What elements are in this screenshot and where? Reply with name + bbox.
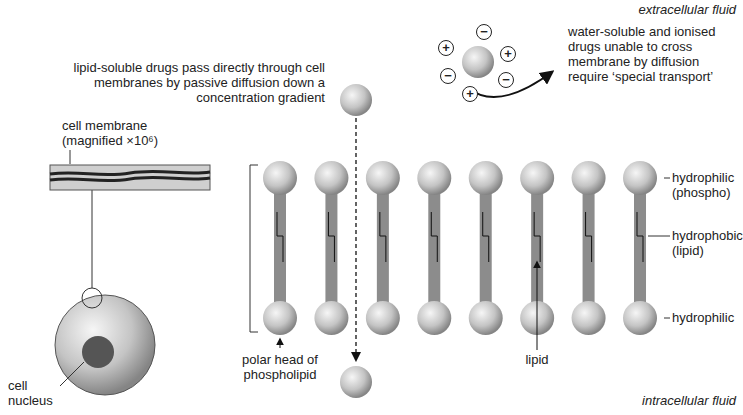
transport-arrow: [468, 72, 552, 97]
nucleus: [82, 336, 114, 368]
fatty-acid-chain: [328, 212, 334, 262]
charge-sign: +: [463, 87, 477, 101]
fatty-acid-chain: [586, 212, 592, 262]
charge-circle: [441, 69, 456, 84]
phosphate-head: [366, 301, 400, 335]
text-label: cell membrane (magnified ×10⁶): [62, 118, 192, 148]
leader-line: [664, 178, 670, 179]
charge-circle: [477, 25, 492, 40]
phosphate-head: [469, 301, 503, 335]
lipid-tail: [480, 190, 492, 306]
membrane-strip: [50, 165, 210, 190]
lipid-tail: [377, 190, 389, 306]
fatty-acid-chain: [277, 212, 283, 262]
charge-sign: +: [501, 47, 515, 61]
phosphate-head: [417, 161, 451, 195]
phosphate-head: [417, 301, 451, 335]
charge-circle: [501, 47, 516, 62]
charge-circle: [439, 41, 454, 56]
zoom-line: [92, 190, 93, 288]
pointer-arrow: [537, 262, 538, 350]
text-label: hydrophobic (lipid): [672, 228, 738, 258]
text-label: extracellular fluid: [560, 2, 736, 17]
zoom-circle: [82, 288, 102, 308]
charge-sign: −: [499, 73, 513, 87]
diffusion-arrow: [355, 118, 356, 360]
leader-line: [60, 362, 84, 386]
drug-sphere: [340, 84, 372, 116]
fatty-acid-chain: [380, 212, 386, 262]
phosphate-head: [623, 301, 657, 335]
charge-circles: [439, 25, 516, 102]
phosphate-head: [572, 301, 606, 335]
leader-line: [664, 318, 670, 319]
leader-line: [648, 236, 670, 237]
drug-figures: [280, 46, 670, 398]
lipid-tail: [634, 190, 646, 306]
phosphate-head: [263, 301, 297, 335]
drug-sphere: [340, 366, 372, 398]
phosphate-head: [263, 161, 297, 195]
fatty-acid-chain: [431, 212, 437, 262]
lipid-tail: [583, 190, 595, 306]
charge-circle: [499, 73, 514, 88]
phosphate-head: [314, 161, 348, 195]
text-label: cell nucleus: [8, 378, 58, 408]
text-label: water-soluble and ionised drugs unable t…: [568, 24, 718, 84]
text-label: lipid: [512, 352, 562, 367]
phospholipid-bilayer: [263, 161, 657, 335]
phosphate-head: [314, 301, 348, 335]
lipid-tail: [428, 190, 440, 306]
phosphate-head: [520, 161, 554, 195]
phosphate-head: [469, 161, 503, 195]
phosphate-head: [572, 161, 606, 195]
ionised-drug-sphere: [462, 46, 494, 78]
text-label: polar head of phospholipid: [220, 352, 340, 382]
phosphate-head: [366, 161, 400, 195]
cell: [55, 295, 155, 395]
fatty-acid-chain: [637, 212, 643, 262]
text-label: hydrophilic (phospho): [672, 170, 738, 200]
text-label: intracellular fluid: [560, 393, 736, 408]
charge-sign: +: [439, 41, 453, 55]
membrane-wave: [50, 171, 210, 174]
membrane-wave: [50, 177, 210, 180]
fatty-acid-chain: [534, 212, 540, 262]
text-label: lipid-soluble drugs pass directly throug…: [40, 60, 325, 105]
leader-line: [70, 150, 71, 164]
charge-circle: [463, 87, 478, 102]
lipid-tail: [274, 190, 286, 306]
pointer-arrow: [280, 339, 281, 348]
cell-figure: [50, 150, 258, 395]
text-label: hydrophilic: [672, 310, 738, 325]
bracket: [250, 165, 258, 332]
lipid-tail: [325, 190, 337, 306]
charge-sign: −: [441, 69, 455, 83]
phosphate-head: [623, 161, 657, 195]
charge-sign: −: [477, 25, 491, 39]
fatty-acid-chain: [483, 212, 489, 262]
